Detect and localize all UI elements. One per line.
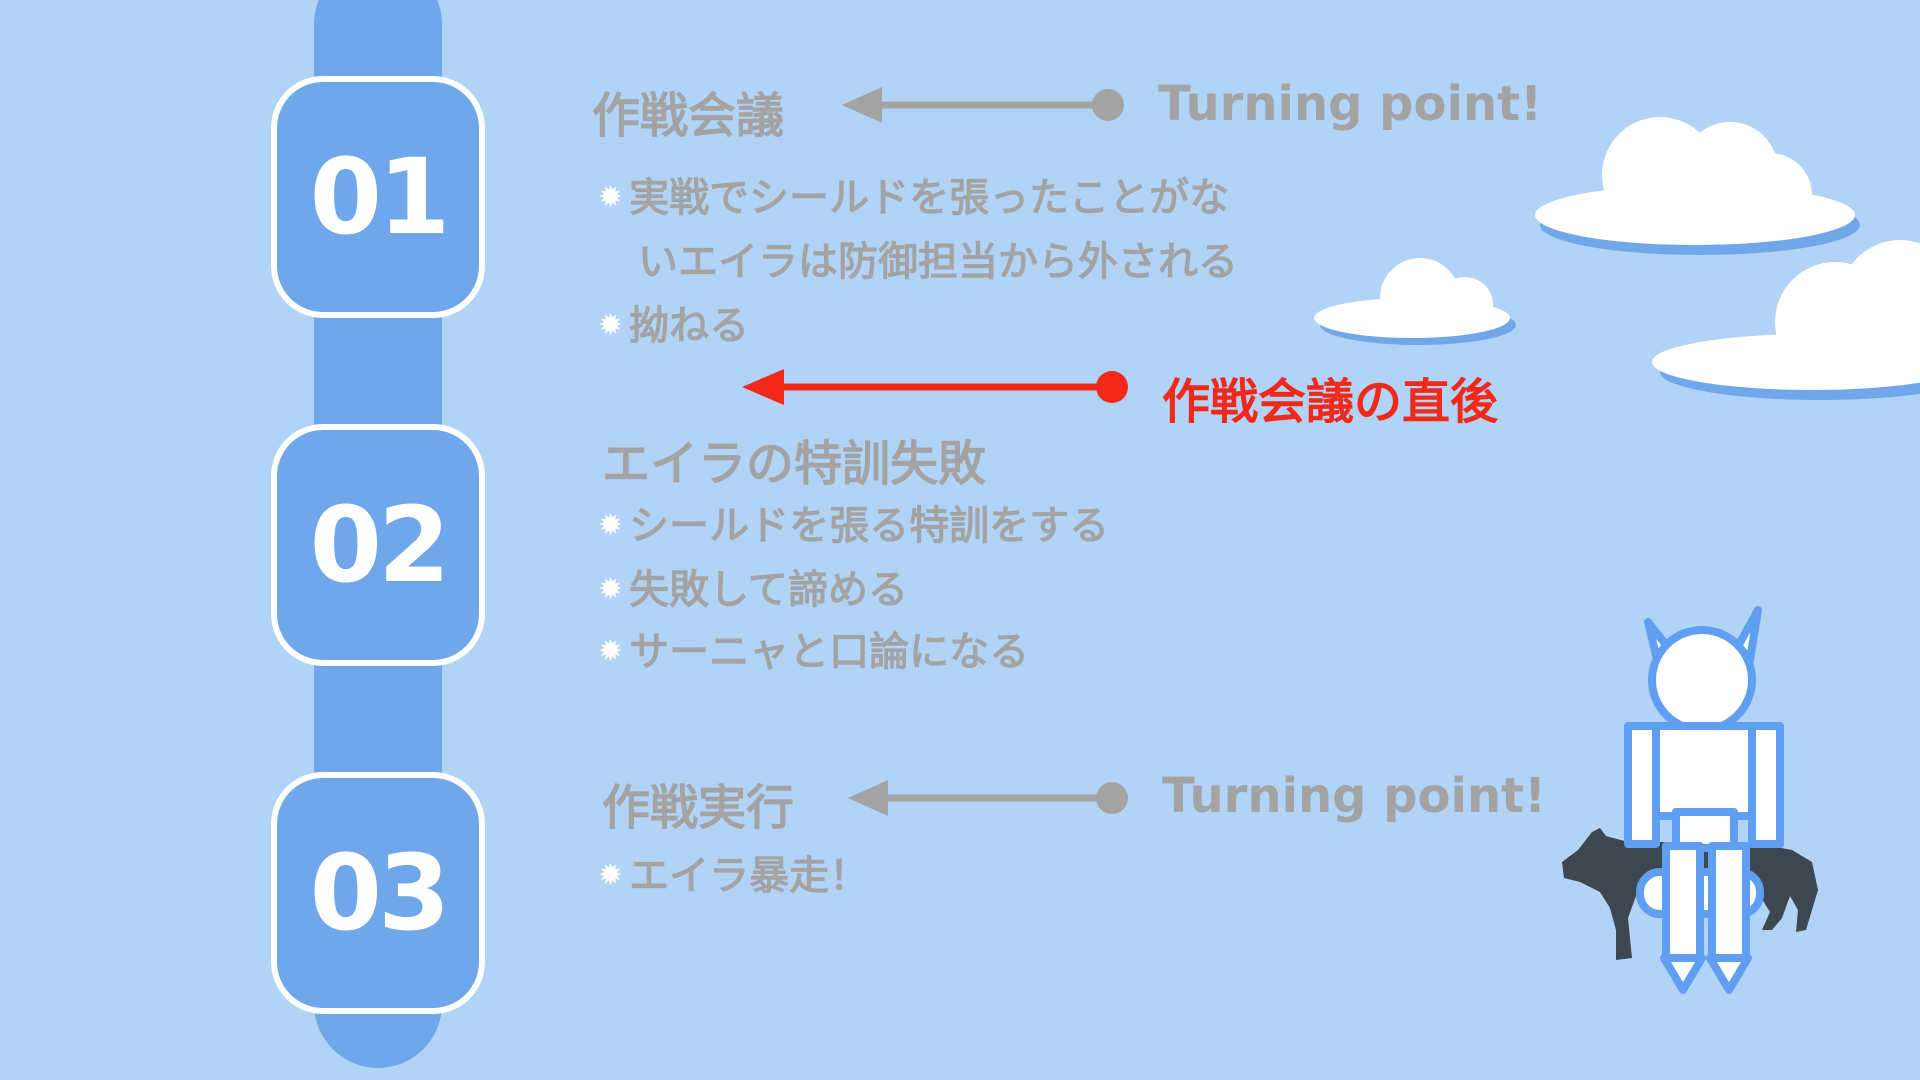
arrow-left-icon: [742, 369, 1128, 405]
bullet-text: サーニャと口論になる: [629, 629, 1030, 675]
bullet-text: 失敗して諦める: [629, 567, 908, 613]
cloud-icon: [1652, 240, 1920, 400]
list-item: ✹シールドを張る特訓をする: [598, 494, 1109, 558]
arrow-left-icon: [848, 780, 1128, 816]
step-title-01: 作戦会議: [592, 88, 785, 144]
step-title-02: エイラの特訓失敗: [602, 436, 987, 492]
step-number: 03: [309, 832, 451, 954]
list-item: ✹失敗して諦める: [598, 558, 908, 622]
turning-point-label-03: Turning point!: [1162, 768, 1546, 824]
bullet-burst-icon: ✹: [598, 572, 624, 607]
highlight-label: 作戦会議の直後: [1162, 374, 1499, 430]
bullet-text-continued: いエイラは防御担当から外される: [638, 239, 1238, 285]
bullet-burst-icon: ✹: [598, 308, 624, 343]
bullet-burst-icon: ✹: [598, 634, 624, 669]
step-title-03: 作戦実行: [602, 780, 795, 836]
list-item: ✹エイラ暴走！: [598, 844, 869, 908]
arrow-left-icon: [842, 87, 1124, 123]
cloud-icon: [1314, 258, 1516, 345]
cloud-icon: [1535, 117, 1860, 255]
step-badge-02: 02: [271, 424, 485, 666]
bullet-text: 拗ねる: [629, 303, 750, 349]
list-item: ✹拗ねる: [598, 294, 749, 358]
bullet-burst-icon: ✹: [598, 180, 624, 215]
bullet-burst-icon: ✹: [598, 508, 624, 543]
bullet-text: エイラ暴走！: [629, 853, 870, 899]
step-badge-03: 03: [271, 772, 485, 1014]
turning-point-label-01: Turning point!: [1158, 76, 1542, 132]
cat-robot-figure: [1624, 606, 1784, 994]
step-number: 02: [309, 484, 451, 606]
bullet-text: 実戦でシールドを張ったことがな: [629, 175, 1230, 221]
step-number: 01: [309, 136, 451, 258]
bullet-text: シールドを張る特訓をする: [629, 503, 1110, 549]
bullet-burst-icon: ✹: [598, 858, 624, 893]
list-item: ✹実戦でシールドを張ったことがな いエイラは防御担当から外される: [598, 166, 1238, 294]
list-item: ✹サーニャと口論になる: [598, 620, 1029, 684]
step-badge-01: 01: [271, 76, 485, 318]
